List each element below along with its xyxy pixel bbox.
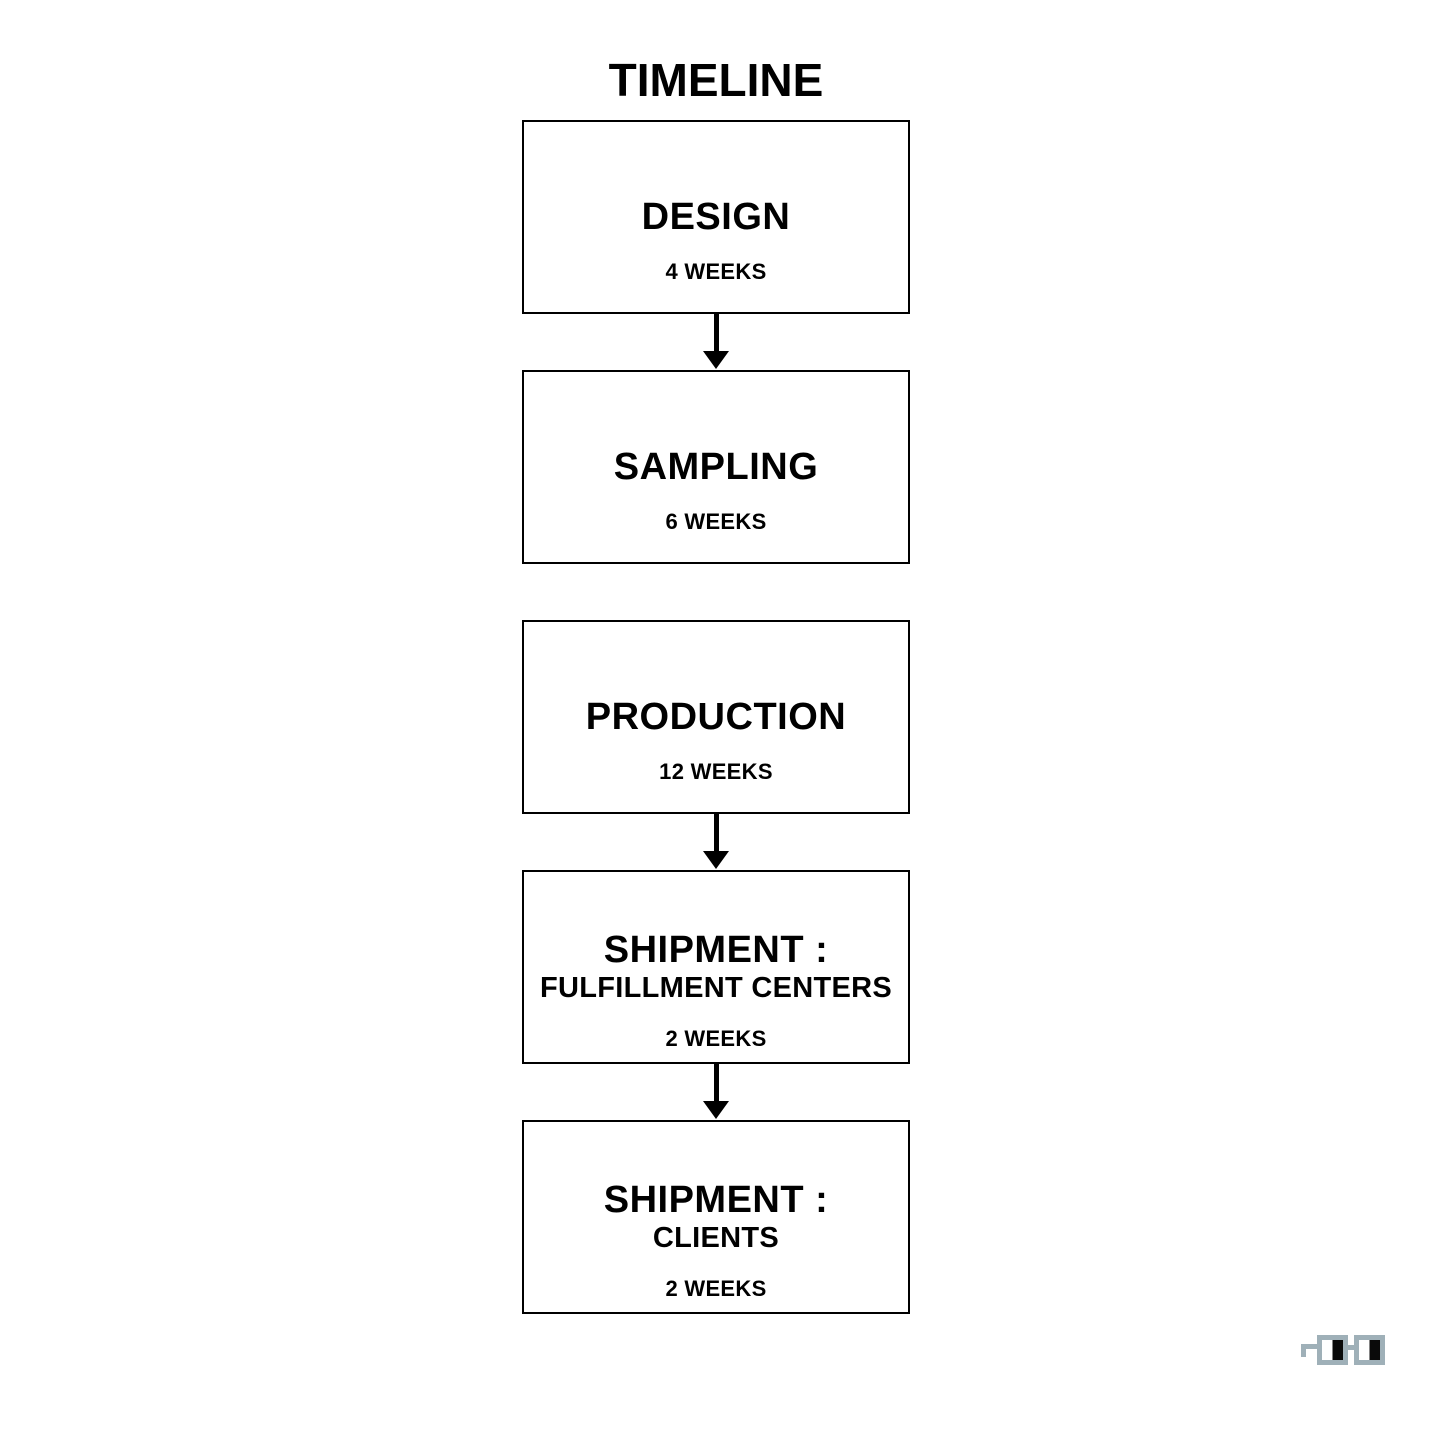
down-arrow-icon [713, 1064, 719, 1102]
step-gap [703, 1064, 729, 1120]
timeline-step: SHIPMENT : CLIENTS 2 WEEKS [522, 1120, 910, 1315]
step-title: SHIPMENT : [603, 928, 829, 971]
step-gap [703, 314, 729, 370]
down-arrow-head-icon [703, 851, 729, 870]
timeline-step: PRODUCTION 12 WEEKS [522, 620, 910, 870]
step-duration: 12 WEEKS [659, 758, 773, 784]
step-gap [703, 814, 729, 870]
step-title: SAMPLING [613, 445, 819, 488]
timeline-step-box: SHIPMENT : CLIENTS 2 WEEKS [522, 1120, 910, 1315]
timeline-step-box: SAMPLING 6 WEEKS [522, 370, 910, 565]
timeline-step: DESIGN 4 WEEKS [522, 120, 910, 370]
step-duration: 2 WEEKS [665, 1276, 767, 1302]
timeline-flow: DESIGN 4 WEEKS SAMPLING 6 WEEKS PRODUCTI… [522, 120, 910, 1315]
timeline-step: SAMPLING 6 WEEKS [522, 370, 910, 620]
timeline-step-box: SHIPMENT : FULFILLMENT CENTERS 2 WEEKS [522, 870, 910, 1065]
timeline-step-box: PRODUCTION 12 WEEKS [522, 620, 910, 815]
step-duration: 4 WEEKS [665, 258, 767, 284]
glasses-logo-icon [1301, 1333, 1385, 1367]
step-title: PRODUCTION [585, 695, 847, 738]
step-subtitle: FULFILLMENT CENTERS [539, 971, 893, 1004]
step-duration: 6 WEEKS [665, 508, 767, 534]
down-arrow-head-icon [703, 1101, 729, 1120]
down-arrow-icon [713, 314, 719, 352]
down-arrow-head-icon [703, 351, 729, 370]
down-arrow-icon [713, 814, 719, 852]
timeline-step: SHIPMENT : FULFILLMENT CENTERS 2 WEEKS [522, 870, 910, 1120]
page-title: TIMELINE [608, 54, 824, 106]
step-title: SHIPMENT : [603, 1178, 829, 1221]
step-subtitle: CLIENTS [652, 1221, 780, 1254]
timeline-step-box: DESIGN 4 WEEKS [522, 120, 910, 315]
step-duration: 2 WEEKS [665, 1026, 767, 1052]
step-title: DESIGN [641, 195, 791, 238]
